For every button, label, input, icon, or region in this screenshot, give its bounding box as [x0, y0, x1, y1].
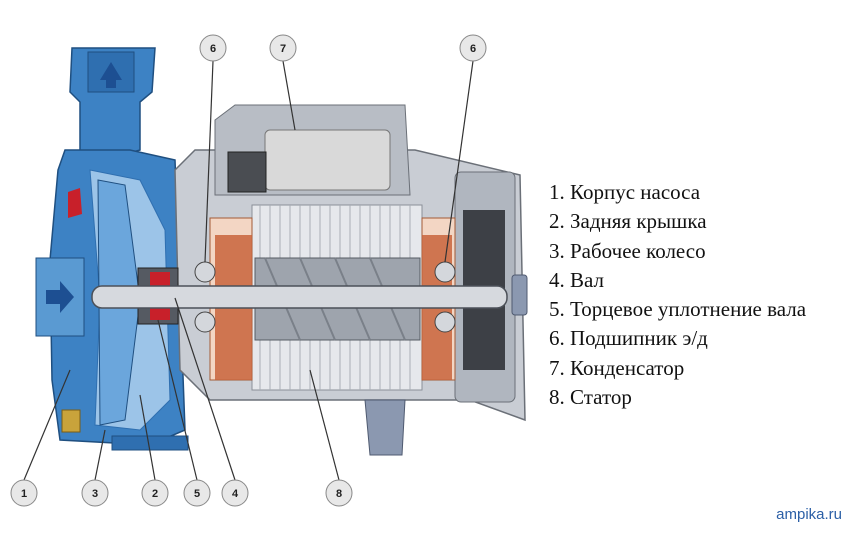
legend-item: 2. Задняя крышка [549, 209, 707, 234]
callout-back-cover-label: 2 [152, 488, 158, 500]
legend-item: 6. Подшипник э/д [549, 326, 708, 351]
legend-item: 3. Рабочее колесо [549, 238, 706, 263]
callout-bearing-left-label: 6 [210, 43, 216, 55]
callout-bearing-left: 6 [199, 34, 227, 62]
callout-stator-label: 8 [336, 488, 342, 500]
callout-shaft-label: 4 [232, 488, 239, 500]
callout-capacitor: 7 [269, 34, 297, 62]
legend-item: 8. Статор [549, 385, 632, 410]
legend-item: 7. Конденсатор [549, 355, 685, 380]
parts-legend: 1. Корпус насоса 2. Задняя крышка 3. Раб… [549, 178, 806, 412]
callout-impeller: 3 [81, 479, 109, 507]
callout-body-label: 1 [21, 488, 27, 500]
callout-capacitor-label: 7 [280, 43, 286, 55]
motor-body [174, 104, 528, 456]
callout-bearing-right: 6 [459, 34, 487, 62]
pump-housing [35, 47, 189, 451]
legend-item: 4. Вал [549, 267, 604, 292]
legend-item: 1. Корпус насоса [549, 180, 701, 204]
callout-markers: 6 7 6 1 3 2 5 4 [10, 34, 487, 507]
watermark: ampika.ru [776, 506, 842, 523]
callout-impeller-label: 3 [92, 488, 98, 500]
callout-stator: 8 [325, 479, 353, 507]
callout-shaft: 4 [221, 479, 249, 507]
callout-bearing-right-label: 6 [470, 43, 476, 55]
shaft [91, 285, 508, 309]
callout-seal: 5 [183, 479, 211, 507]
callout-seal-label: 5 [194, 488, 200, 500]
callout-body: 1 [10, 479, 38, 507]
callout-lines [23, 60, 474, 481]
callout-back-cover: 2 [141, 479, 169, 507]
legend-item: 5. Торцевое уплотнение вала [549, 297, 807, 322]
